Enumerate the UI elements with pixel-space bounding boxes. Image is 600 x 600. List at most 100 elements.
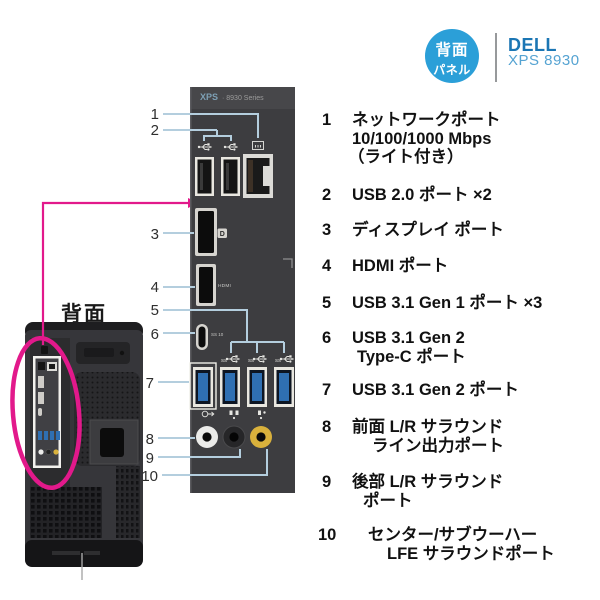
item-number: 3: [322, 221, 332, 239]
item-line: LFE サラウンドポート: [387, 544, 555, 563]
tower-photo: [10, 322, 143, 580]
callout-lines: [158, 113, 285, 476]
item-line: Type-C ポート: [357, 347, 466, 366]
hdmi-port: [196, 264, 216, 306]
item-line: 10/100/1000 Mbps: [352, 129, 492, 148]
callout-number-10: 10: [141, 468, 158, 485]
callout-number-6: 6: [151, 326, 159, 343]
rear-surround-icon: [229, 410, 239, 420]
center-sub-jack: [250, 426, 272, 448]
tower-foot-slot: [52, 551, 80, 555]
item-line: HDMI ポート: [352, 257, 449, 275]
item-line: ポート: [363, 491, 413, 510]
list-item-2: 2 USB 2.0 ポート ×2: [322, 186, 492, 205]
item-line: ライン出力ポート: [372, 436, 504, 455]
superspeed-usb-icon: SS: [275, 354, 295, 364]
usb-c-speed-label: SS 10: [211, 332, 224, 337]
usb3-port: [193, 367, 213, 407]
displayport-icon: D: [217, 228, 227, 238]
rear-panel-badge: 背面 パネル: [425, 29, 479, 83]
callout-number-2: 2: [151, 122, 159, 139]
lock-slot: [41, 346, 48, 354]
item-number: 2: [322, 186, 332, 204]
usb2-port: [221, 157, 240, 196]
list-item-7: 7 USB 3.1 Gen 2 ポート: [322, 381, 519, 400]
ss-text: SS: [275, 358, 281, 363]
callout-number-4: 4: [151, 279, 159, 296]
displayport-letter: D: [220, 231, 225, 238]
ss-text: SS: [221, 358, 227, 363]
network-icon: [252, 141, 264, 150]
callout-number-1: 1: [151, 106, 159, 123]
item-number: 7: [322, 381, 332, 399]
list-item-8: 8 前面 L/R サラウンド ライン出力ポート: [322, 418, 504, 455]
callout-number-3: 3: [151, 226, 159, 243]
list-item-9: 9 後部 L/R サラウンド ポート: [322, 473, 503, 510]
item-line: ディスプレイ ポート: [352, 221, 504, 239]
item-number: 10: [318, 526, 337, 544]
list-item-1: 1 ネットワークポート 10/100/1000 Mbps （ライト付き）: [322, 111, 501, 167]
item-text: 後部 L/R サラウンド ポート: [352, 473, 503, 510]
hdmi-label: HDMI: [218, 283, 231, 289]
rear-surround-jack: [222, 425, 246, 449]
usb3-port: [274, 367, 294, 407]
tower-side-vent: [116, 466, 140, 538]
highlight-ellipse: [10, 335, 82, 491]
item-number: 9: [322, 473, 332, 491]
brand-name: DELL: [508, 35, 557, 55]
callout-line-9: [158, 449, 241, 458]
line-out-jack: [196, 426, 218, 448]
item-number: 8: [322, 418, 332, 436]
panel-brand-text: XPS: [200, 92, 218, 102]
usb3-port: [247, 367, 267, 407]
badge-text-bottom: パネル: [433, 63, 471, 77]
model-name: XPS 8930: [508, 52, 580, 69]
panel-edge: [190, 87, 192, 493]
tower-bottom-vent: [30, 487, 102, 538]
callout-number-5: 5: [151, 302, 159, 319]
callout-line-10: [162, 449, 268, 476]
callout-number-9: 9: [146, 450, 154, 467]
callout-number-8: 8: [146, 431, 154, 448]
rear-panel-photo: XPS · 8930 Series: [189, 87, 295, 493]
tower-caption: 背面: [61, 303, 107, 326]
item-line: 後部 L/R サラウンド: [352, 473, 504, 491]
item-line: 前面 L/R サラウンド: [352, 418, 504, 436]
callout-line-5: [163, 309, 285, 353]
item-line: USB 3.1 Gen 1 ポート ×3: [352, 294, 543, 312]
psu-socket: [100, 428, 124, 457]
header-divider: [495, 33, 497, 82]
item-text: 前面 L/R サラウンド ライン出力ポート: [352, 418, 504, 455]
item-line: USB 3.1 Gen 2: [352, 329, 465, 347]
displayport-port: [195, 208, 217, 256]
item-number: 6: [322, 329, 332, 347]
callout-line-2: [163, 129, 232, 141]
item-line: センター/サブウーハー: [368, 526, 538, 544]
list-item-5: 5 USB 3.1 Gen 1 ポート ×3: [322, 294, 542, 313]
item-text: センター/サブウーハー LFE サラウンドポート: [368, 526, 555, 563]
badge-text-top: 背面: [435, 42, 469, 59]
line-out-icon: [201, 410, 215, 418]
usb2-port: [195, 157, 214, 196]
list-item-4: 4 HDMI ポート: [322, 257, 448, 276]
usb-c-port: [196, 324, 208, 350]
callout-numbers: 1 2 3 4 5 6 7 8 9 10: [141, 106, 159, 485]
tower-foot-slot: [84, 551, 100, 555]
ss-text: SS: [248, 358, 254, 363]
center-sub-icon: [258, 410, 266, 420]
item-number: 5: [322, 294, 332, 312]
callout-number-7: 7: [146, 375, 154, 392]
item-text: ネットワークポート 10/100/1000 Mbps （ライト付き）: [348, 111, 501, 167]
item-number: 1: [322, 111, 332, 129]
usb3-port: [220, 367, 240, 407]
list-item-6: 6 USB 3.1 Gen 2 Type-C ポート: [322, 329, 466, 366]
item-number: 4: [322, 257, 332, 275]
ethernet-port: [243, 154, 273, 198]
item-line: （ライト付き）: [348, 148, 464, 166]
panel-top-strip: [190, 87, 295, 109]
panel-series-text: · 8930 Series: [222, 95, 264, 102]
list-item-10: 10 センター/サブウーハー LFE サラウンドポート: [318, 526, 555, 563]
tower-latch-slot: [84, 348, 114, 357]
item-line: ネットワークポート: [352, 111, 501, 129]
